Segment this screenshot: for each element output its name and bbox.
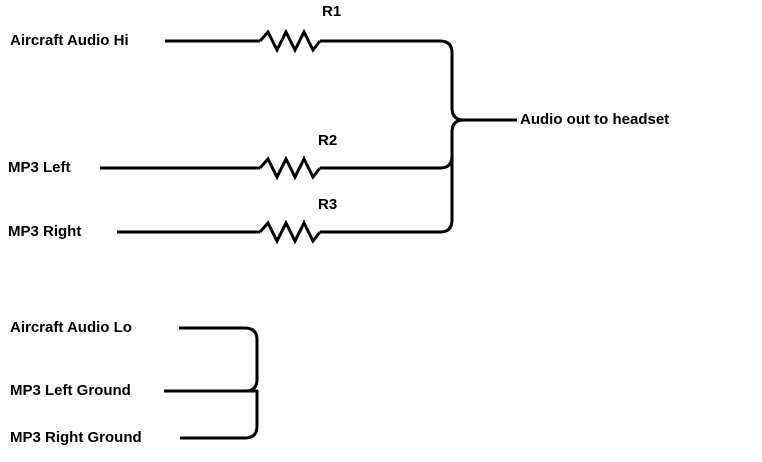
resistor-label-r1: R1 xyxy=(322,3,342,20)
label-mp3-right: MP3 Right xyxy=(8,223,82,240)
resistor-r3-symbol xyxy=(258,219,322,245)
resistor-label-r2: R2 xyxy=(318,132,338,149)
wire-r1-to-output-bus xyxy=(320,39,517,122)
wire-r2-to-output-bus xyxy=(320,118,465,170)
resistor-label-r3: R3 xyxy=(318,196,338,213)
resistor-r2-symbol xyxy=(258,155,322,181)
label-audio-out-to-headset: Audio out to headset xyxy=(520,111,670,128)
resistor-r1-symbol xyxy=(258,28,322,54)
label-aircraft-audio-lo: Aircraft Audio Lo xyxy=(10,319,132,336)
wire-mp3-right-ground-to-ground-bus xyxy=(180,390,259,440)
label-mp3-left: MP3 Left xyxy=(8,159,71,176)
label-mp3-right-ground: MP3 Right Ground xyxy=(10,429,142,446)
label-aircraft-audio-hi: Aircraft Audio Hi xyxy=(10,32,129,49)
label-mp3-left-ground: MP3 Left Ground xyxy=(10,382,131,399)
wire-r3-to-output-bus xyxy=(320,150,454,234)
wire-aircraft-audio-lo-to-ground-bus xyxy=(179,326,259,393)
